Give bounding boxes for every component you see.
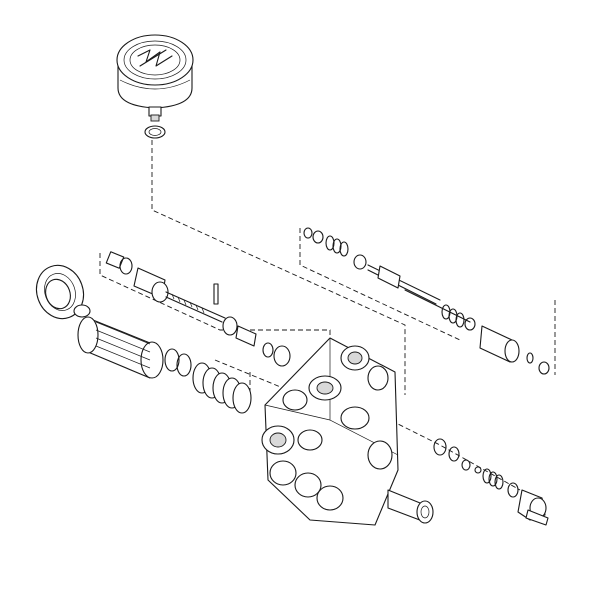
unloader-spring-stack — [164, 348, 252, 414]
gauge-o-ring — [144, 125, 166, 139]
regulator-knob — [73, 304, 164, 379]
injector-check-valve — [433, 438, 519, 498]
unloader-valve-body — [261, 337, 434, 526]
pressure-gauge — [116, 34, 194, 122]
unloader-stem-assembly — [105, 251, 291, 367]
chemical-injector-fitting — [517, 489, 549, 526]
seal-ring — [35, 264, 85, 320]
thermal-relief-valve-assembly — [303, 227, 550, 375]
